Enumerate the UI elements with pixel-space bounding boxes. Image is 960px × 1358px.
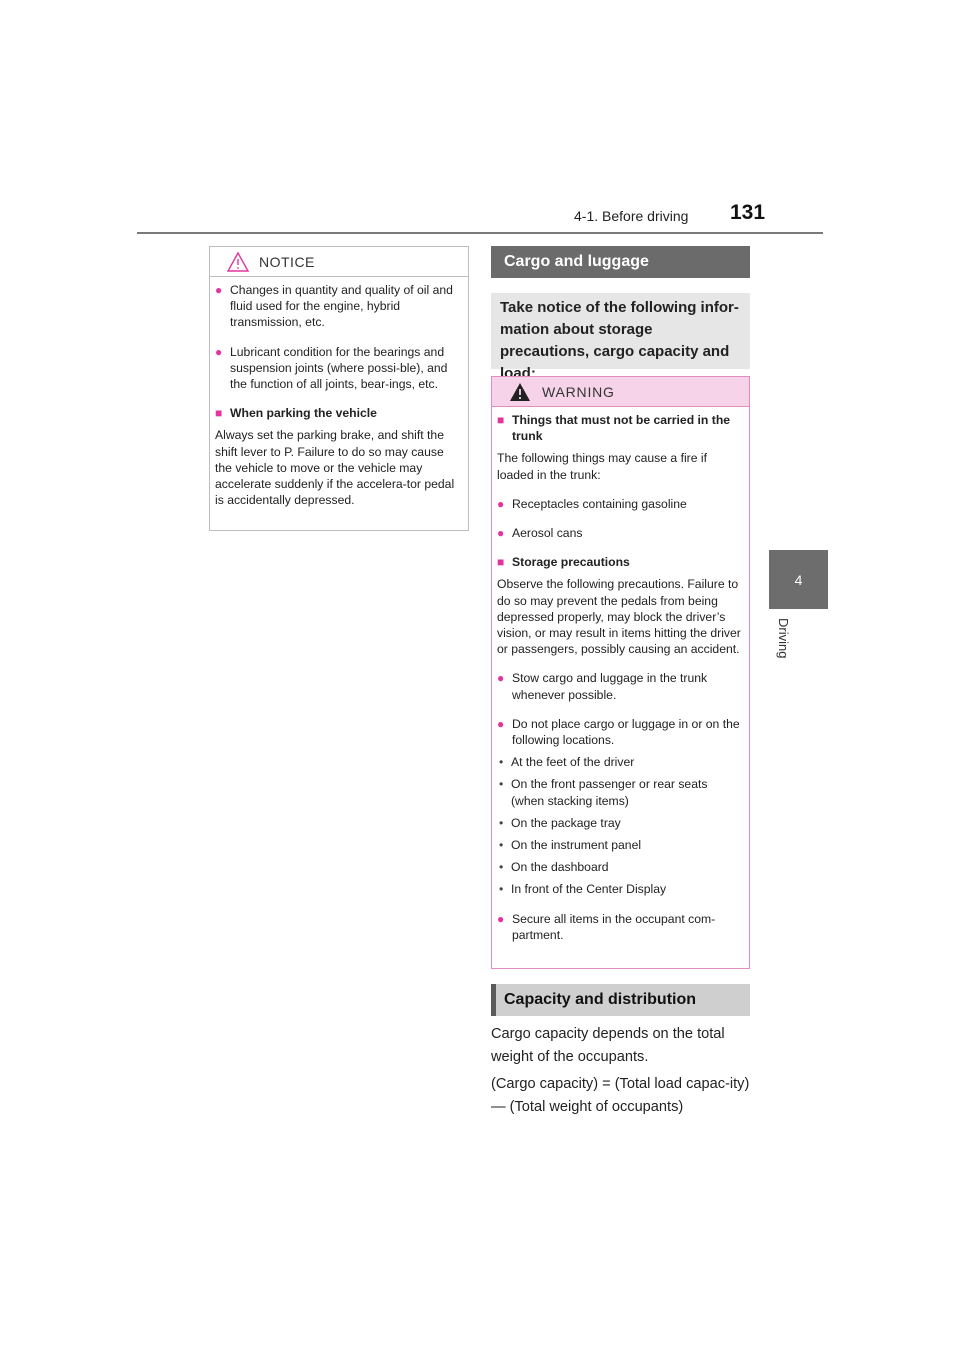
location-item: • In front of the Center Display xyxy=(499,882,667,897)
dot-bullet-icon: • xyxy=(499,882,504,897)
chapter-name: Driving xyxy=(776,618,791,659)
bullet-icon: ● xyxy=(497,671,505,686)
header-divider xyxy=(137,232,823,234)
list-item: ● Lubricant condition for the bearings a… xyxy=(215,344,448,392)
warning-title: WARNING xyxy=(542,384,615,400)
capacity-heading: Capacity and distribution xyxy=(491,984,750,1016)
notice-parking-text: Always set the parking brake, and shift … xyxy=(215,428,455,508)
list-item: ● Aerosol cans xyxy=(497,526,583,541)
square-bullet-icon: ■ xyxy=(497,555,505,570)
square-bullet-icon: ■ xyxy=(215,406,223,421)
warning-text: Observe the following precautions. Failu… xyxy=(497,577,741,657)
list-item: ● Stow cargo and luggage in the trunk wh… xyxy=(497,671,708,702)
bullet-icon: ● xyxy=(497,496,505,511)
chapter-label: Driving xyxy=(775,618,795,668)
dot-bullet-icon: • xyxy=(499,777,504,792)
dot-bullet-icon: • xyxy=(499,755,504,770)
warning-box: WARNING ■ Things that must not be carrie… xyxy=(491,376,750,969)
subheading: ■ Storage precautions xyxy=(497,555,630,570)
location-item: • On the dashboard xyxy=(499,860,609,875)
caution-triangle-icon xyxy=(227,252,249,272)
notice-title: NOTICE xyxy=(259,254,315,270)
capacity-formula: (Cargo capacity) = (Total load capac-ity… xyxy=(491,1076,750,1115)
subheading: ■ When parking the vehicle xyxy=(215,406,377,421)
cargo-intro: Take notice of the following infor-matio… xyxy=(491,293,750,382)
bullet-icon: ● xyxy=(497,526,505,541)
dot-bullet-icon: • xyxy=(499,838,504,853)
cargo-heading: Cargo and luggage xyxy=(491,246,750,278)
chapter-tab[interactable]: 4 xyxy=(769,550,828,609)
warning-header: WARNING xyxy=(492,377,749,407)
bullet-icon: ● xyxy=(497,716,505,731)
bullet-icon: ● xyxy=(215,344,223,359)
chapter-number: 4 xyxy=(794,571,803,588)
bullet-icon: ● xyxy=(497,911,505,926)
list-item: ● Changes in quantity and quality of oil… xyxy=(215,283,453,330)
section-title: 4-1. Before driving xyxy=(574,208,689,224)
location-item: • At the feet of the driver xyxy=(499,755,635,770)
warning-text: The following things may cause a fire if… xyxy=(497,451,707,482)
capacity-text: Cargo capacity depends on the total weig… xyxy=(491,1026,725,1065)
subheading: ■ Things that must not be carried in the… xyxy=(497,413,731,444)
warning-triangle-icon xyxy=(510,383,530,401)
list-item: ● Receptacles containing gasoline xyxy=(497,496,687,511)
location-item: • On the instrument panel xyxy=(499,838,642,853)
square-bullet-icon: ■ xyxy=(497,413,505,427)
notice-box: NOTICE ● Changes in quantity and quality… xyxy=(209,246,469,531)
list-item: ● Secure all items in the occupant com-p… xyxy=(497,911,716,942)
notice-header: NOTICE xyxy=(210,247,468,277)
dot-bullet-icon: • xyxy=(499,860,504,875)
page-number: 131 xyxy=(730,201,766,224)
dot-bullet-icon: • xyxy=(499,815,504,830)
location-item: • On the front passenger or rear seats (… xyxy=(499,777,708,808)
bullet-icon: ● xyxy=(215,283,223,297)
list-item: ● Do not place cargo or luggage in or on… xyxy=(497,716,740,748)
location-item: • On the package tray xyxy=(499,815,621,830)
